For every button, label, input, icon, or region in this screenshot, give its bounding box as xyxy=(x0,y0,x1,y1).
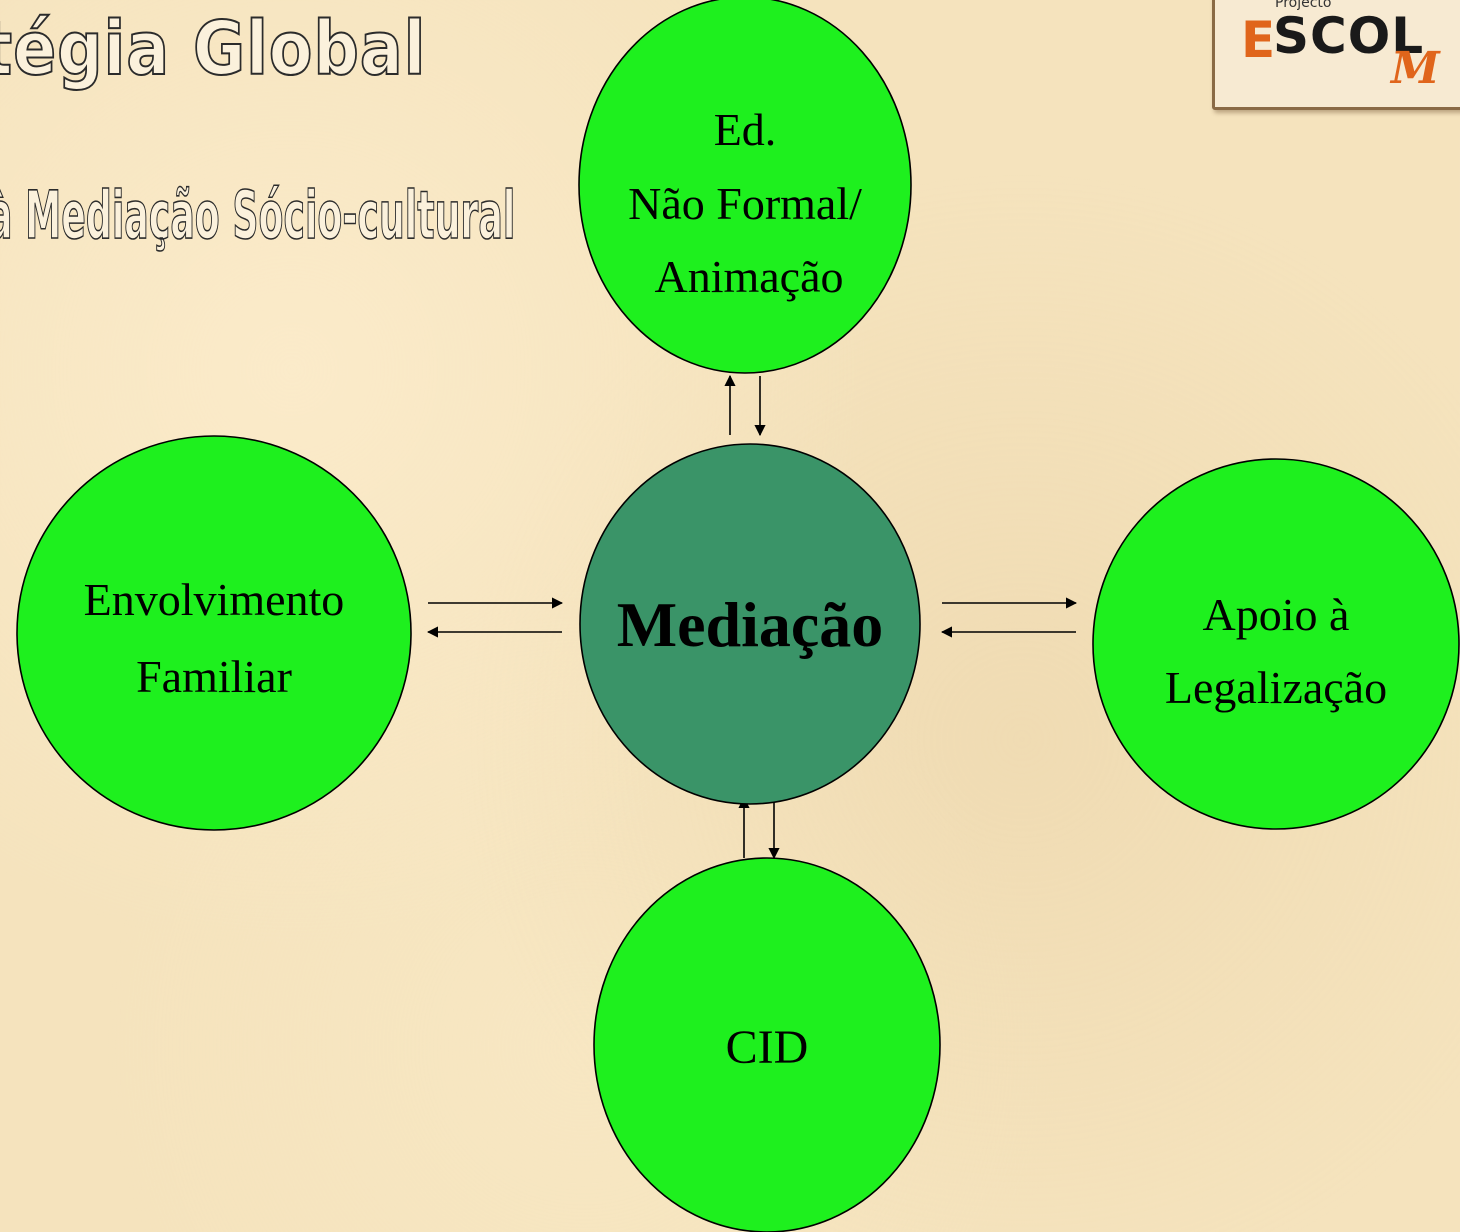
node-top-label-line-3: Animação xyxy=(654,251,843,302)
node-right-label-line-2: Legalização xyxy=(1165,662,1387,713)
node-left-label-line-2: Familiar xyxy=(136,651,292,702)
logo-word-secondary: M xyxy=(1391,43,1440,94)
node-center-circle xyxy=(579,443,921,805)
node-left-label-line-1: Envolvimento xyxy=(84,574,345,625)
node-right-apoio-legalizacao: Apoio à Legalização xyxy=(1092,458,1460,830)
node-top-label-line-2: Não Formal/ xyxy=(628,178,862,229)
logo-word: SCOL xyxy=(1273,7,1425,65)
node-center-label: Mediação xyxy=(617,589,884,660)
node-bottom-label-line-1: CID xyxy=(726,1021,809,1074)
node-top-ed-nao-formal: Ed. Não Formal/ Animação xyxy=(578,0,912,374)
logo-mark: E xyxy=(1241,11,1276,69)
logo-small-text: Projecto xyxy=(1275,0,1332,11)
node-top-circle xyxy=(578,0,912,374)
project-logo: Projecto E SCOL M xyxy=(1212,0,1460,110)
node-center-mediacao: Mediação xyxy=(579,443,921,805)
slide-title: atégia Global xyxy=(0,5,427,93)
node-left-circle xyxy=(16,435,412,831)
node-top-label-line-1: Ed. xyxy=(714,104,777,155)
node-right-label-line-1: Apoio à xyxy=(1203,589,1350,640)
node-bottom-cid: CID xyxy=(593,857,941,1232)
slide-subtitle: à Mediação Sócio-cultural xyxy=(0,176,516,255)
node-left-envolvimento-familiar: Envolvimento Familiar xyxy=(16,435,412,831)
node-right-circle xyxy=(1092,458,1460,830)
node-bottom-circle xyxy=(593,857,941,1232)
connectors xyxy=(426,374,1078,860)
